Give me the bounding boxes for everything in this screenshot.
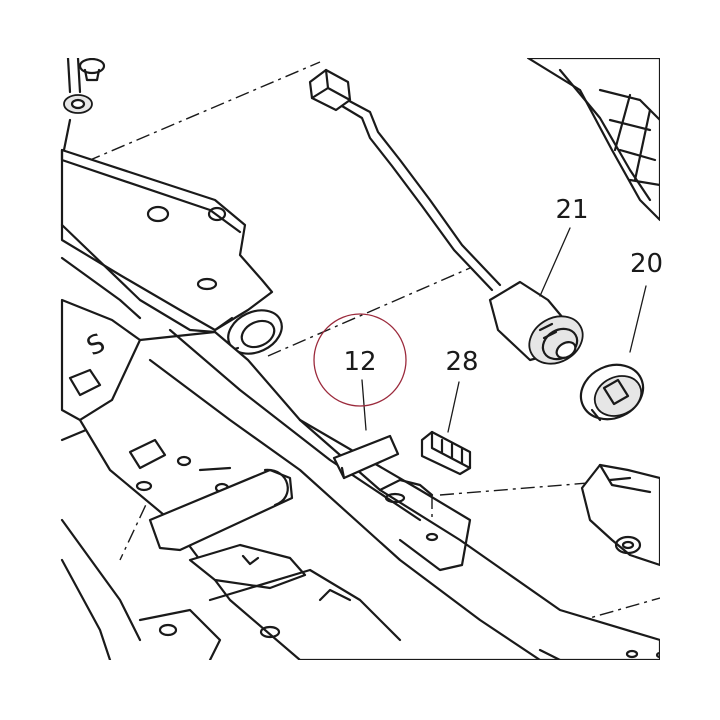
socket-cap-part-20	[579, 363, 645, 422]
callout-28: 28	[445, 347, 478, 377]
clip-part-28	[420, 430, 472, 476]
power-socket-part-21	[308, 68, 584, 365]
pad-part-12	[332, 434, 400, 480]
callout-12: 12	[343, 347, 376, 377]
screw-and-washer	[62, 58, 106, 152]
callout-21: 21	[555, 195, 588, 225]
upper-mounting-plate	[60, 148, 274, 334]
leader-21	[539, 227, 571, 297]
leader-20	[629, 285, 647, 353]
leader-12	[361, 379, 367, 431]
callout-20: 20	[630, 249, 663, 279]
leader-28	[447, 381, 460, 433]
main-frame-body	[60, 328, 660, 660]
right-mounting-bracket	[580, 463, 660, 567]
highlight-circle	[313, 313, 407, 407]
callout-leaders	[361, 227, 647, 433]
top-right-fairing	[526, 58, 660, 222]
